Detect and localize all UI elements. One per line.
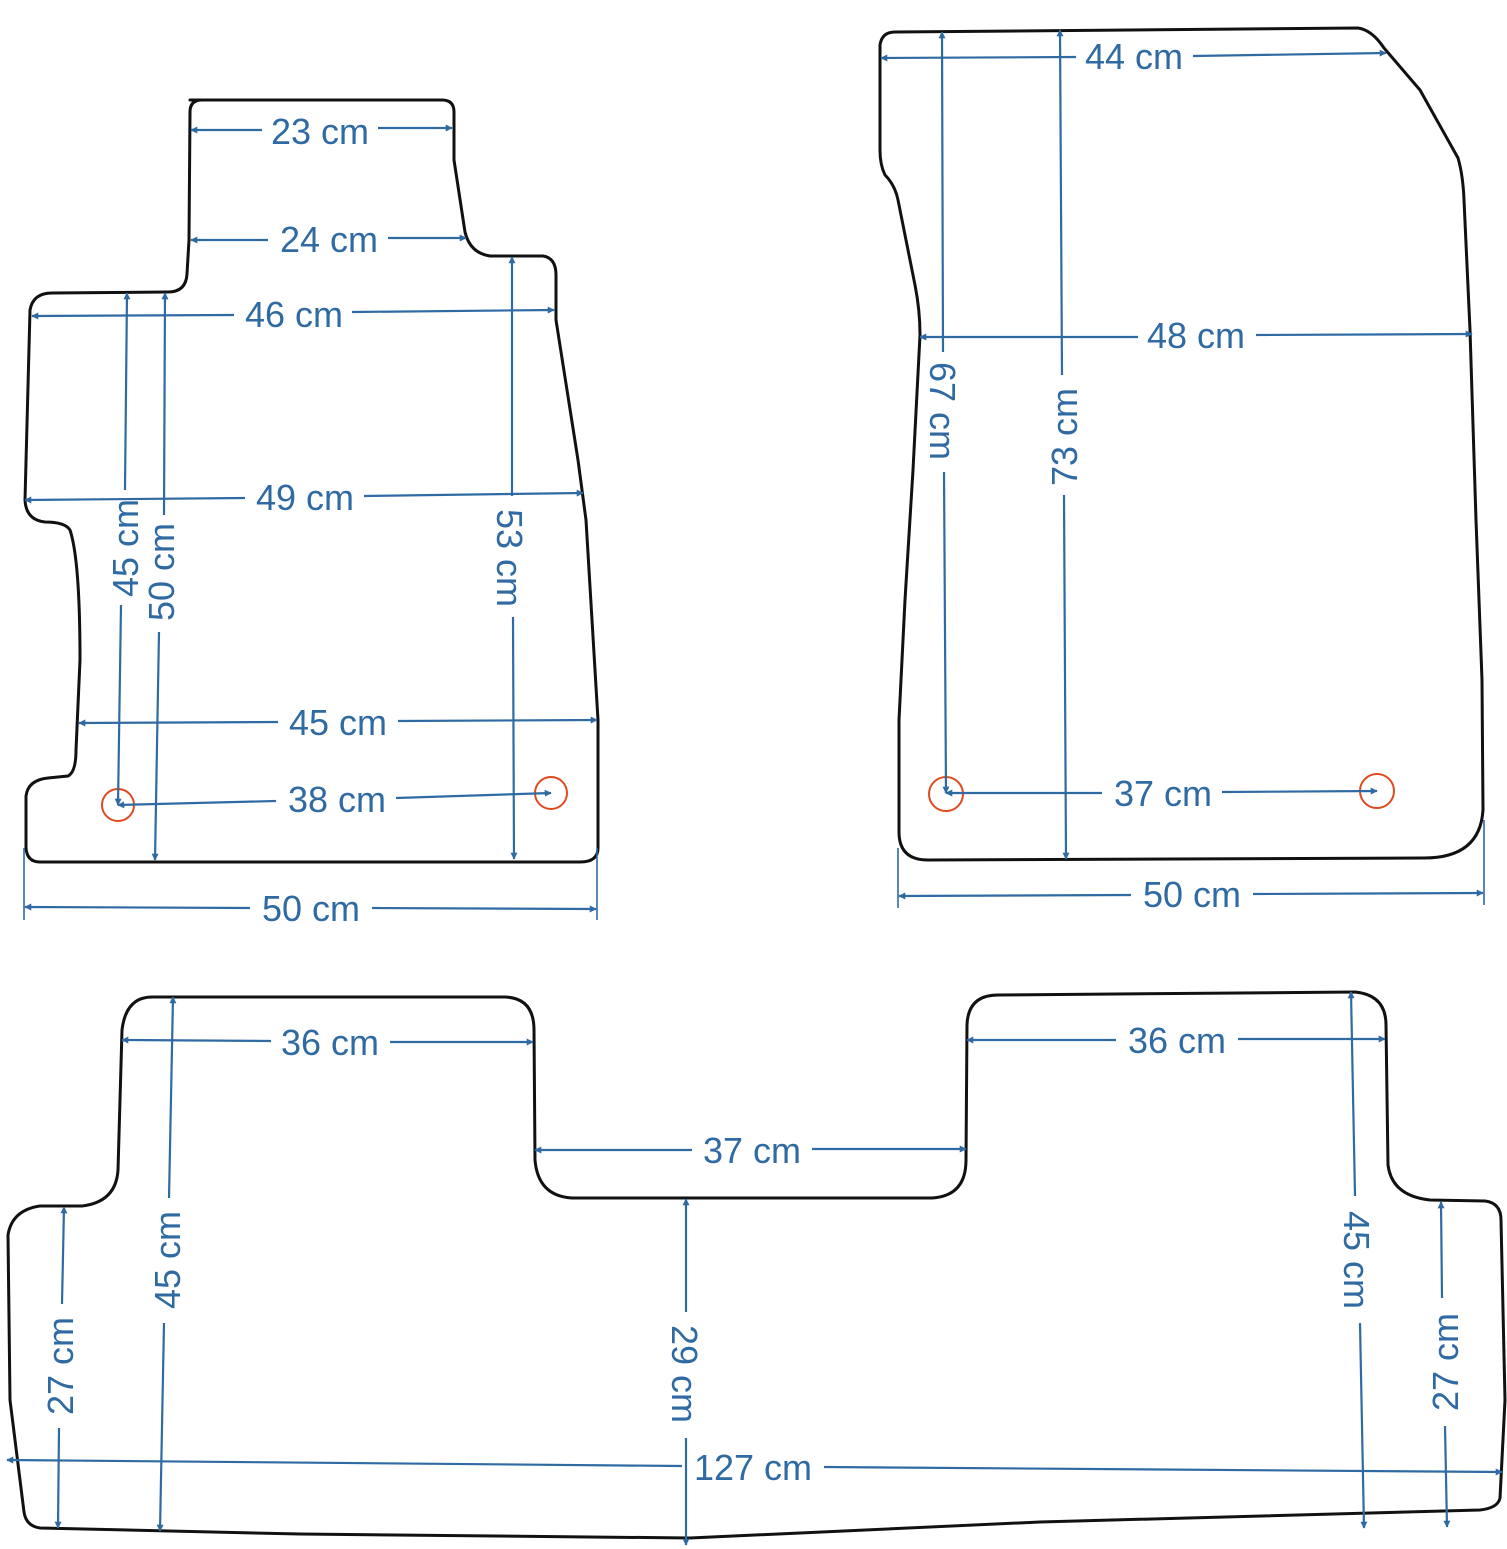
passenger-dim-44: 44 cm (880, 36, 1387, 77)
driver-dim-53-vertical: 53 cm (489, 256, 530, 860)
driver-dim-38-label: 38 cm (288, 779, 386, 820)
rear-dim-29-label: 29 cm (664, 1325, 705, 1423)
rear-dim-45l-label: 45 cm (147, 1211, 188, 1309)
driver-mat: 23 cm 24 cm 46 cm 49 cm 45 cm (23, 98, 600, 929)
rear-dim-36-left: 36 cm (121, 1022, 534, 1063)
rear-dim-45-right: 45 cm (1336, 991, 1377, 1529)
driver-dim-45v-label: 45 cm (105, 499, 146, 597)
rear-dim-127-label: 127 cm (694, 1447, 812, 1488)
passenger-dim-37-label: 37 cm (1114, 773, 1212, 814)
driver-mat-outline (23, 98, 600, 864)
rear-dim-36r-label: 36 cm (1128, 1020, 1226, 1061)
driver-dim-23: 23 cm (190, 111, 453, 152)
driver-dim-45-horizontal: 45 cm (78, 702, 598, 743)
driver-dim-53v-label: 53 cm (489, 509, 530, 607)
passenger-dim-50: 50 cm (897, 820, 1485, 915)
rear-dim-29: 29 cm (664, 1198, 705, 1546)
rear-dim-36-right: 36 cm (966, 1020, 1386, 1061)
driver-dim-38: 38 cm (117, 779, 552, 820)
rear-dim-45r-label: 45 cm (1336, 1211, 1377, 1309)
passenger-dim-73-label: 73 cm (1044, 388, 1085, 486)
driver-dim-50-horizontal: 50 cm (23, 848, 598, 929)
passenger-mat-outline (878, 26, 1485, 862)
driver-dim-45h-label: 45 cm (289, 702, 387, 743)
passenger-dim-48-label: 48 cm (1147, 315, 1245, 356)
rear-dim-27-left: 27 cm (40, 1206, 81, 1529)
passenger-dim-44-label: 44 cm (1085, 36, 1183, 77)
driver-dim-24: 24 cm (190, 219, 467, 260)
rear-dim-27l-label: 27 cm (40, 1317, 81, 1415)
driver-dim-46-label: 46 cm (245, 294, 343, 335)
driver-dim-45-vertical: 45 cm (105, 292, 146, 806)
passenger-dim-67-vertical: 67 cm (922, 31, 963, 794)
rear-dim-127: 127 cm (6, 1447, 1503, 1488)
rear-dim-27-right: 27 cm (1425, 1201, 1466, 1528)
driver-dim-50-vertical: 50 cm (141, 292, 182, 861)
rear-mat: 36 cm 36 cm 37 cm 127 cm 45 cm (6, 990, 1507, 1546)
rear-dim-37-label: 37 cm (703, 1130, 801, 1171)
driver-dim-49-label: 49 cm (256, 477, 354, 518)
driver-dim-49: 49 cm (24, 477, 584, 518)
driver-dim-50h-label: 50 cm (262, 888, 360, 929)
passenger-mat: 44 cm 48 cm 37 cm 50 cm 67 cm (878, 26, 1485, 915)
passenger-dim-50-label: 50 cm (1143, 874, 1241, 915)
rear-mat-outline (6, 990, 1507, 1540)
passenger-dim-67-label: 67 cm (922, 362, 963, 460)
rear-dim-37: 37 cm (534, 1130, 967, 1171)
rear-dim-45-left: 45 cm (147, 996, 188, 1532)
driver-dim-50v-label: 50 cm (141, 523, 182, 621)
passenger-dim-48: 48 cm (919, 315, 1473, 356)
driver-dim-24-label: 24 cm (280, 219, 378, 260)
driver-dim-23-label: 23 cm (271, 111, 369, 152)
passenger-dim-37: 37 cm (945, 773, 1378, 814)
rear-dim-36l-label: 36 cm (281, 1022, 379, 1063)
driver-dim-46: 46 cm (31, 294, 555, 335)
passenger-dim-73-vertical: 73 cm (1044, 29, 1085, 860)
rear-dim-27r-label: 27 cm (1425, 1313, 1466, 1411)
